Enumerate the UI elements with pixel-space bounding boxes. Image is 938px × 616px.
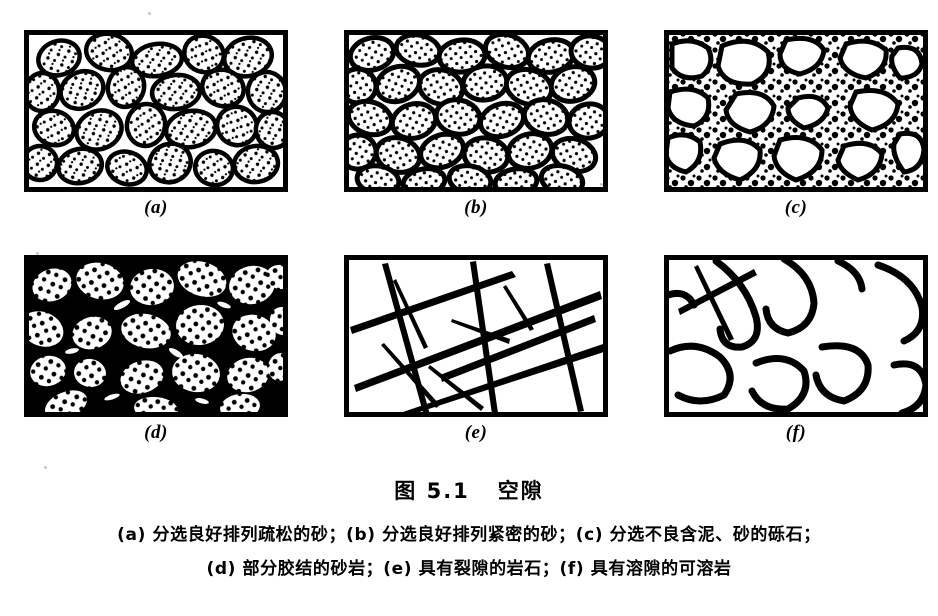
panel-b-artwork [344, 30, 608, 192]
panel-e-label: (e) [464, 422, 488, 443]
panel-d-artwork [24, 255, 288, 417]
panel-d: (d) [24, 255, 288, 443]
scan-speck [44, 466, 47, 469]
panel-b-label: (b) [464, 197, 488, 218]
panel-a-artwork [24, 30, 288, 192]
figure-caption-line-1: (a) 分选良好排列疏松的砂；(b) 分选良好排列紧密的砂；(c) 分选不良含泥… [117, 525, 821, 545]
figure-caption-block: 图 5.1 空隙 (a) 分选良好排列疏松的砂；(b) 分选良好排列紧密的砂；(… [0, 476, 938, 586]
panel-c-artwork [664, 30, 928, 192]
panel-a: (a) [24, 30, 288, 218]
scan-speck [36, 252, 39, 255]
panel-a-label: (a) [144, 197, 168, 218]
scan-speck [148, 12, 151, 15]
panel-d-label: (d) [144, 422, 168, 443]
panel-b: (b) [344, 30, 608, 218]
figure-title: 图 5.1 空隙 [394, 479, 544, 503]
scan-speck [600, 183, 603, 186]
panel-c-label: (c) [784, 197, 808, 218]
panel-f: (f) [664, 255, 928, 443]
panel-e: (e) [344, 255, 608, 443]
panel-e-artwork [344, 255, 608, 417]
panel-c: (c) [664, 30, 928, 218]
panel-f-label: (f) [785, 422, 807, 443]
panel-f-artwork [664, 255, 928, 417]
figure-caption-line-2: (d) 部分胶结的砂岩；(e) 具有裂隙的岩石；(f) 具有溶隙的可溶岩 [206, 559, 732, 579]
panel-grid: (a) [24, 30, 928, 443]
